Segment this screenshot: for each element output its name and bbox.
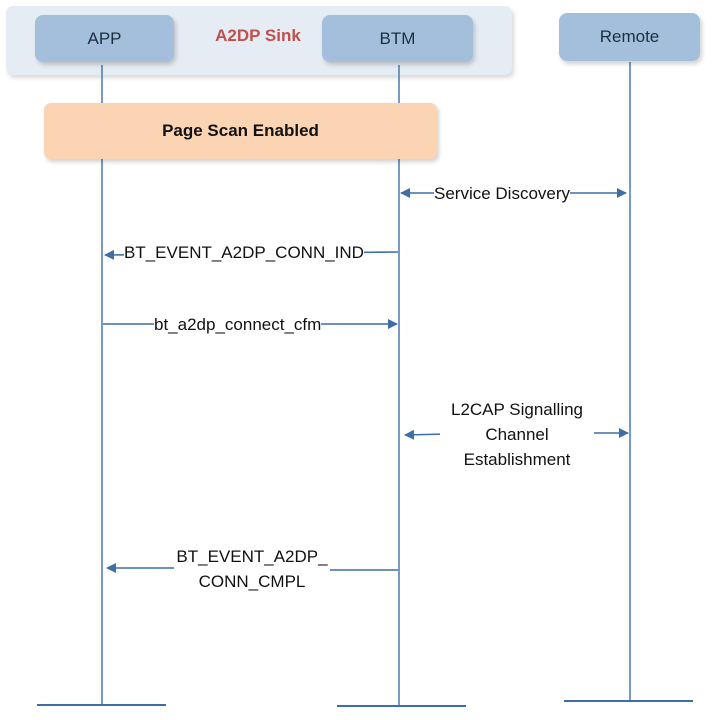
service-discovery-label: Service Discovery bbox=[434, 181, 571, 206]
l2cap-line-1: L2CAP Signalling bbox=[451, 400, 583, 419]
actor-app-label: APP bbox=[87, 28, 122, 48]
actor-btm-label: BTM bbox=[379, 28, 416, 48]
l2cap-line-2: Channel bbox=[485, 425, 549, 444]
conn-ind-label: BT_EVENT_A2DP_CONN_IND bbox=[124, 240, 364, 265]
page-scan-label: Page Scan Enabled bbox=[162, 121, 319, 140]
actor-remote: Remote bbox=[559, 13, 700, 61]
conn-cmpl-line-1: BT_EVENT_A2DP_ bbox=[176, 547, 328, 566]
connect-cfm-label: bt_a2dp_connect_cfm bbox=[154, 312, 322, 337]
actor-btm: BTM bbox=[322, 15, 473, 62]
actor-remote-label: Remote bbox=[599, 27, 660, 46]
l2cap-line-3: Establishment bbox=[463, 450, 571, 469]
l2cap-label: L2CAP Signalling Channel Establishment bbox=[440, 397, 594, 472]
actor-app: APP bbox=[35, 15, 174, 62]
conn-cmpl-line-2: CONN_CMPL bbox=[198, 572, 306, 591]
page-scan-banner: Page Scan Enabled bbox=[44, 103, 437, 159]
conn-cmpl-label: BT_EVENT_A2DP_ CONN_CMPL bbox=[166, 544, 338, 594]
group-title: A2DP Sink bbox=[215, 26, 301, 45]
